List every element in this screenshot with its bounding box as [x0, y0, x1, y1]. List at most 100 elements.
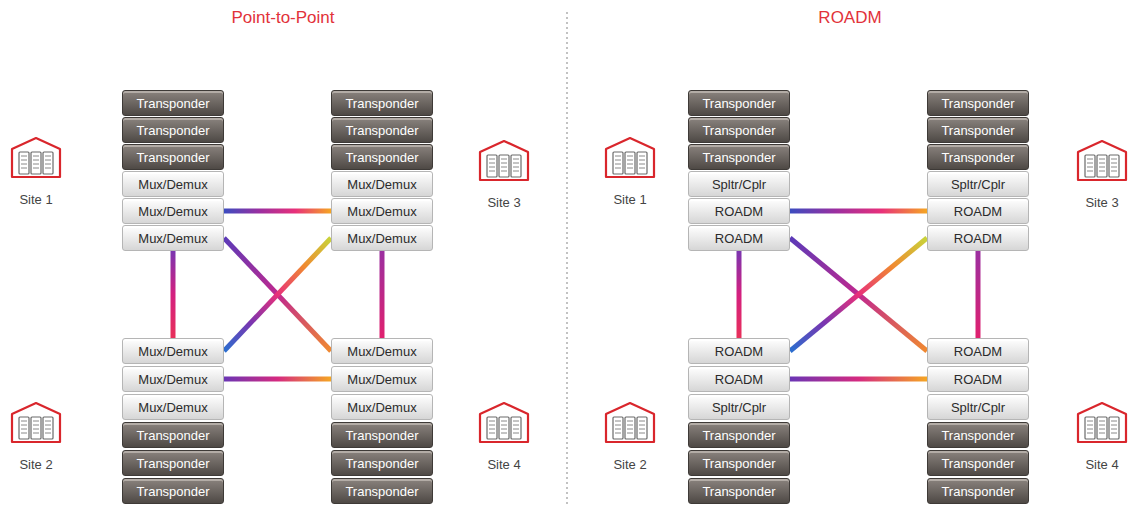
- optical-slab: Spltr/Cplr: [927, 394, 1029, 420]
- unit-label: ROADM: [954, 345, 1002, 358]
- transponder-slab: Transponder: [927, 117, 1029, 143]
- unit-label: Transponder: [136, 457, 209, 470]
- optical-slab: Mux/Demux: [331, 171, 433, 197]
- optical-slab: Spltr/Cplr: [688, 171, 790, 197]
- fiber-link: [976, 251, 981, 338]
- optical-slab: ROADM: [688, 338, 790, 364]
- fiber-link: [224, 238, 331, 351]
- transponder-slab: Transponder: [331, 478, 433, 504]
- transponder-slab: Transponder: [122, 478, 224, 504]
- optical-slab: Mux/Demux: [331, 225, 433, 251]
- fiber-link: [790, 238, 927, 351]
- panel-title: Point-to-Point: [232, 8, 335, 28]
- unit-label: Mux/Demux: [138, 178, 207, 191]
- unit-label: Transponder: [345, 97, 418, 110]
- transponder-slab: Transponder: [122, 422, 224, 448]
- unit-label: Mux/Demux: [347, 205, 416, 218]
- unit-label: Transponder: [702, 429, 775, 442]
- optical-slab: ROADM: [688, 366, 790, 392]
- site-label: Site 3: [487, 195, 520, 210]
- site-icon: [606, 403, 654, 442]
- unit-label: Mux/Demux: [138, 373, 207, 386]
- transponder-slab: Transponder: [122, 144, 224, 170]
- unit-label: ROADM: [954, 373, 1002, 386]
- optical-slab: Mux/Demux: [331, 198, 433, 224]
- transponder-slab: Transponder: [331, 144, 433, 170]
- fiber-link: [224, 238, 331, 351]
- transponder-slab: Transponder: [688, 450, 790, 476]
- unit-label: Transponder: [136, 429, 209, 442]
- unit-label: Transponder: [941, 124, 1014, 137]
- optical-slab: Mux/Demux: [331, 394, 433, 420]
- optical-slab: Mux/Demux: [122, 171, 224, 197]
- unit-label: Transponder: [136, 97, 209, 110]
- optical-slab: Mux/Demux: [122, 198, 224, 224]
- unit-label: Mux/Demux: [347, 178, 416, 191]
- transponder-slab: Transponder: [122, 450, 224, 476]
- unit-label: Transponder: [702, 151, 775, 164]
- unit-label: Transponder: [702, 457, 775, 470]
- unit-label: ROADM: [715, 373, 763, 386]
- unit-label: Transponder: [941, 97, 1014, 110]
- unit-label: Mux/Demux: [138, 232, 207, 245]
- unit-label: Transponder: [702, 485, 775, 498]
- unit-label: Mux/Demux: [347, 232, 416, 245]
- site-label: Site 1: [613, 192, 646, 207]
- unit-label: ROADM: [954, 205, 1002, 218]
- unit-label: Mux/Demux: [138, 205, 207, 218]
- transponder-slab: Transponder: [927, 422, 1029, 448]
- transponder-slab: Transponder: [927, 478, 1029, 504]
- transponder-slab: Transponder: [927, 90, 1029, 116]
- unit-label: ROADM: [715, 232, 763, 245]
- transponder-slab: Transponder: [927, 450, 1029, 476]
- optical-slab: ROADM: [927, 198, 1029, 224]
- unit-label: Spltr/Cplr: [712, 401, 766, 414]
- site-icon: [480, 141, 528, 180]
- optical-slab: Mux/Demux: [331, 338, 433, 364]
- transponder-slab: Transponder: [331, 422, 433, 448]
- optical-slab: ROADM: [927, 225, 1029, 251]
- site-label: Site 2: [19, 457, 52, 472]
- transponder-slab: Transponder: [122, 90, 224, 116]
- transponder-slab: Transponder: [331, 117, 433, 143]
- unit-label: Mux/Demux: [138, 345, 207, 358]
- unit-label: Transponder: [136, 485, 209, 498]
- unit-label: Transponder: [136, 124, 209, 137]
- fiber-link: [171, 251, 176, 338]
- unit-label: Transponder: [941, 485, 1014, 498]
- unit-label: Spltr/Cplr: [712, 178, 766, 191]
- unit-label: ROADM: [715, 205, 763, 218]
- unit-label: Transponder: [941, 151, 1014, 164]
- site-icon: [12, 138, 60, 177]
- site-icon: [606, 138, 654, 177]
- optical-slab: ROADM: [688, 225, 790, 251]
- site-label: Site 3: [1085, 195, 1118, 210]
- unit-label: Transponder: [345, 457, 418, 470]
- transponder-slab: Transponder: [688, 90, 790, 116]
- unit-label: Transponder: [345, 151, 418, 164]
- optical-slab: Mux/Demux: [122, 225, 224, 251]
- fiber-link: [790, 209, 927, 214]
- optical-slab: Spltr/Cplr: [927, 171, 1029, 197]
- transponder-slab: Transponder: [688, 144, 790, 170]
- unit-label: ROADM: [954, 232, 1002, 245]
- site-icon: [1078, 141, 1126, 180]
- optical-slab: Mux/Demux: [122, 338, 224, 364]
- optical-slab: Mux/Demux: [122, 394, 224, 420]
- transponder-slab: Transponder: [927, 144, 1029, 170]
- fiber-link: [224, 377, 331, 382]
- site-icon: [480, 403, 528, 442]
- transponder-slab: Transponder: [688, 422, 790, 448]
- unit-label: Transponder: [345, 485, 418, 498]
- unit-label: Transponder: [702, 97, 775, 110]
- unit-label: Transponder: [941, 457, 1014, 470]
- site-label: Site 4: [487, 457, 520, 472]
- unit-label: Mux/Demux: [138, 401, 207, 414]
- unit-label: Transponder: [345, 429, 418, 442]
- optical-slab: ROADM: [927, 338, 1029, 364]
- site-icon: [12, 403, 60, 442]
- unit-label: Transponder: [136, 151, 209, 164]
- optical-slab: ROADM: [927, 366, 1029, 392]
